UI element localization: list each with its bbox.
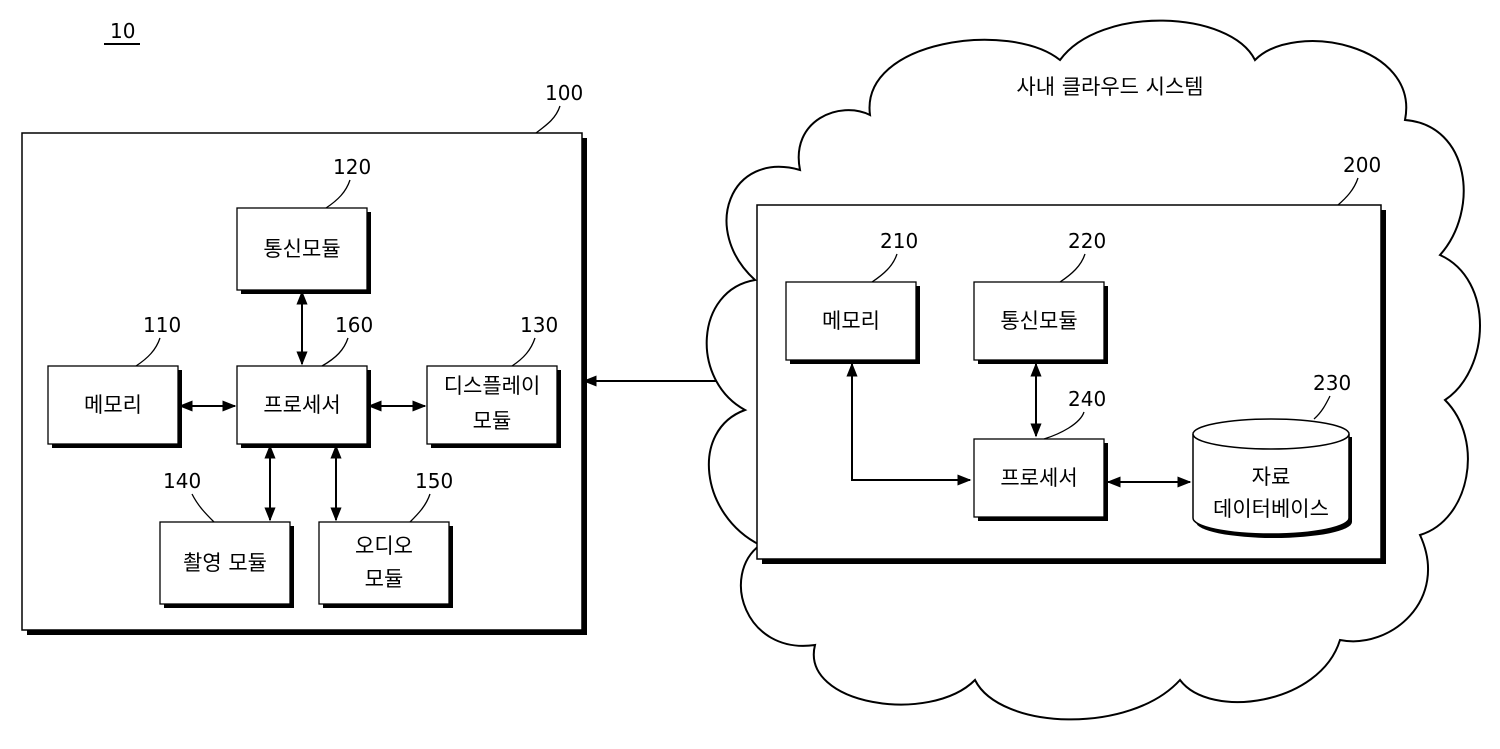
device-communication-module: 통신모듈: [236, 207, 371, 294]
server-communication-label: 통신모듈: [1000, 309, 1077, 333]
figure-number: 10: [110, 19, 135, 43]
device-memory-module: 메모리: [47, 365, 182, 448]
device-processor-ref: 160: [335, 313, 373, 337]
server-communication-ref: 220: [1068, 229, 1106, 253]
server-processor-label: 프로세서: [1000, 466, 1077, 490]
device-display-label-line2: 모듈: [473, 409, 512, 433]
device-connectors: [178, 290, 427, 522]
device-audio-label-line1: 오디오: [355, 534, 413, 558]
cloud-title: 사내 클라우드 시스템: [1016, 75, 1203, 99]
device-display-ref: 130: [520, 313, 558, 337]
server-connectors: [846, 362, 1192, 488]
device-memory-label: 메모리: [84, 393, 142, 417]
device-camera-label: 촬영 모듈: [183, 551, 267, 575]
server-memory-module: 메모리: [785, 281, 920, 364]
device-memory-ref: 110: [143, 313, 181, 337]
device-ref: 100: [545, 81, 583, 105]
device-camera-ref: 140: [163, 469, 201, 493]
device-audio-ref: 150: [415, 469, 453, 493]
device-processor-label: 프로세서: [263, 393, 340, 417]
device-communication-ref: 120: [333, 155, 371, 179]
database-label-line1: 자료: [1252, 465, 1291, 489]
database-cylinder: 자료 데이터베이스: [1192, 418, 1352, 538]
device-processor-module: 프로세서: [236, 365, 371, 448]
device-display-label-line1: 디스플레이: [444, 374, 541, 398]
server-ref: 200: [1343, 153, 1381, 177]
device-display-module: 디스플레이 모듈: [426, 365, 561, 448]
device-audio-module: 오디오 모듈: [318, 521, 453, 608]
device-communication-label: 통신모듈: [263, 237, 340, 261]
device-leader: [535, 105, 561, 134]
server-processor-module: 프로세서: [973, 438, 1108, 521]
device-audio-label-line2: 모듈: [365, 567, 404, 591]
server-memory-label: 메모리: [822, 309, 880, 333]
device-camera-module: 촬영 모듈: [159, 521, 294, 608]
database-label-line2: 데이터베이스: [1213, 497, 1329, 521]
server-memory-ref: 210: [880, 229, 918, 253]
server-communication-module: 통신모듈: [973, 281, 1108, 364]
database-ref: 230: [1313, 371, 1351, 395]
server-processor-ref: 240: [1068, 387, 1106, 411]
